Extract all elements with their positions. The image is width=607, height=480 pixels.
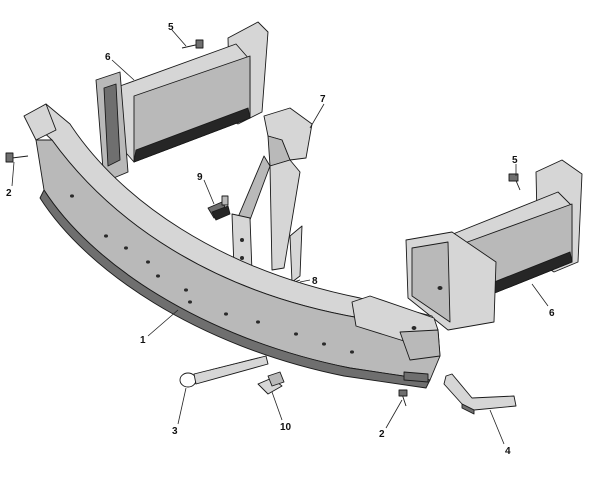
support-bracket — [231, 107, 313, 283]
callout-2-lower: 2 — [379, 429, 385, 440]
callout-5-upper: 5 — [168, 22, 174, 33]
callout-6-upper: 6 — [105, 52, 111, 63]
leader-lines — [11, 29, 549, 445]
sensor-part — [207, 195, 231, 221]
callout-5-right: 5 — [512, 155, 518, 166]
callout-6-right: 6 — [549, 308, 555, 319]
plug-cap — [257, 371, 285, 395]
bumper-beam — [5, 103, 441, 407]
callout-9: 9 — [197, 172, 203, 183]
crash-box-left — [95, 21, 269, 183]
callout-3: 3 — [172, 426, 178, 437]
tow-eye — [179, 355, 269, 388]
callout-8: 8 — [312, 276, 318, 287]
callout-10: 10 — [280, 422, 292, 433]
strap-bracket — [443, 373, 517, 415]
callout-1: 1 — [140, 335, 146, 346]
callout-7: 7 — [320, 94, 326, 105]
callout-labels: 1 2 2 3 4 5 5 6 6 7 8 9 10 — [6, 22, 555, 457]
callout-2-left: 2 — [6, 188, 12, 199]
crash-box-right — [405, 159, 583, 331]
callout-4: 4 — [505, 446, 511, 457]
